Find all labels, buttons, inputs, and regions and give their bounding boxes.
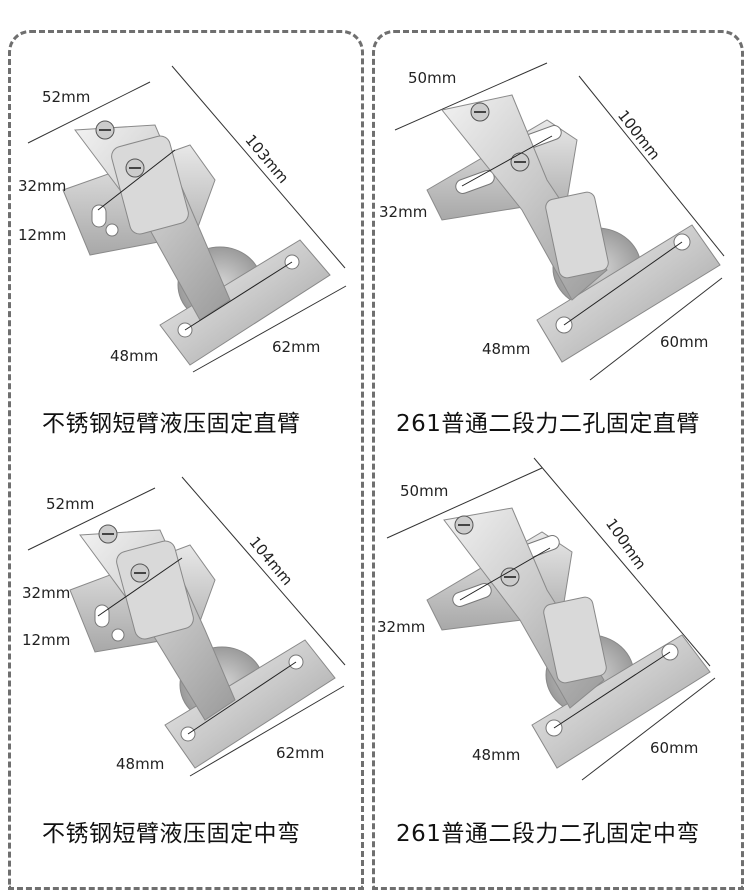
- dim-top-width: 52mm: [46, 495, 95, 513]
- product-card-stainless-straight: 52mm 103mm 32mm 12mm 48mm 62mm 不锈钢短臂液压固定…: [0, 0, 370, 440]
- dim-top-width: 50mm: [400, 482, 449, 500]
- dim-base-holes: 48mm: [472, 746, 521, 764]
- dim-base-width: 62mm: [272, 338, 321, 356]
- product-caption: 不锈钢短臂液压固定中弯: [42, 821, 301, 847]
- dim-top-width: 52mm: [42, 88, 91, 106]
- hinge-illustration: [394, 62, 725, 381]
- dim-hole-spacing: 32mm: [377, 618, 426, 636]
- dim-base-width: 60mm: [650, 739, 699, 757]
- hinge-illustration: [27, 65, 347, 373]
- dim-cup-offset: 12mm: [18, 226, 67, 244]
- product-caption: 不锈钢短臂液压固定直臂: [42, 411, 301, 437]
- dim-base-width: 62mm: [276, 744, 325, 762]
- dim-cup-offset: 12mm: [22, 631, 71, 649]
- product-card-stainless-curved: 52mm 104mm 32mm 12mm 48mm 62mm 不锈钢短臂液压固定…: [0, 440, 370, 862]
- dim-top-width: 50mm: [408, 69, 457, 87]
- hinge-illustration: [27, 476, 346, 777]
- dim-base-holes: 48mm: [110, 347, 159, 365]
- product-caption: 261普通二段力二孔固定直臂: [396, 411, 700, 437]
- dim-hole-spacing: 32mm: [379, 203, 428, 221]
- product-card-261-curved: 50mm 100mm 32mm 48mm 60mm 261普通二段力二孔固定中弯: [372, 440, 750, 862]
- product-caption: 261普通二段力二孔固定中弯: [396, 821, 700, 847]
- dim-base-width: 60mm: [660, 333, 709, 351]
- dim-base-holes: 48mm: [482, 340, 531, 358]
- dim-hole-spacing: 32mm: [18, 177, 67, 195]
- dim-base-holes: 48mm: [116, 755, 165, 773]
- product-card-261-straight: 50mm 100mm 32mm 48mm 60mm 261普通二段力二孔固定直臂: [372, 0, 750, 440]
- dim-hole-spacing: 32mm: [22, 584, 71, 602]
- hinge-illustration: [386, 457, 716, 781]
